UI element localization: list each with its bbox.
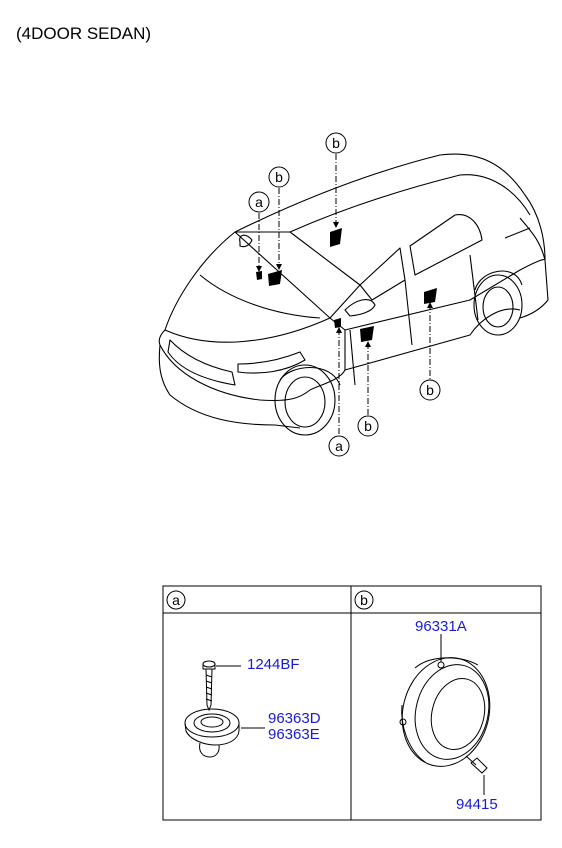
leader-arrows xyxy=(256,222,433,347)
car-outline xyxy=(158,153,549,436)
part-number-96363d: 96363D xyxy=(268,710,321,727)
callout-a-label: a xyxy=(255,194,263,210)
leader-lines xyxy=(258,154,431,435)
speaker-markers xyxy=(256,228,437,342)
callout-a-label: a xyxy=(335,438,343,454)
part-number-1244bf: 1244BF xyxy=(247,656,300,673)
table-header-a: a xyxy=(172,592,180,608)
page-title: (4DOOR SEDAN) xyxy=(16,24,152,43)
table-header-b: b xyxy=(360,592,368,608)
parts-table xyxy=(162,585,542,821)
callout-b-label: b xyxy=(426,382,434,398)
callout-b-label: b xyxy=(364,418,372,434)
part-number-96331a: 96331A xyxy=(415,618,467,635)
callout-labels: b b a a b b xyxy=(255,135,434,454)
table-header-circles xyxy=(166,590,374,610)
door-speaker-assembly xyxy=(399,634,491,795)
callout-b-label: b xyxy=(275,169,283,185)
part-number-96363e: 96363E xyxy=(268,726,320,743)
callout-b-label: b xyxy=(332,135,340,151)
part-number-94415: 94415 xyxy=(456,796,498,813)
tweeter-assembly xyxy=(184,660,265,758)
callout-circles xyxy=(248,132,441,457)
